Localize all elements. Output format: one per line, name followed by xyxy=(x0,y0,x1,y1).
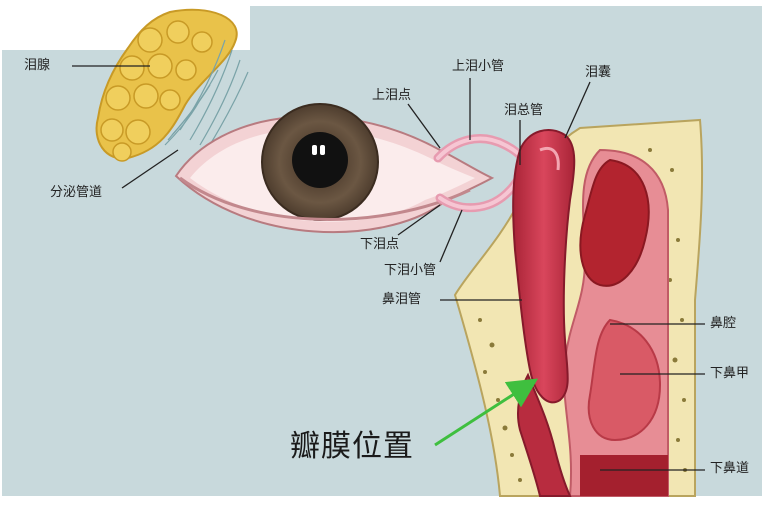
eye xyxy=(174,103,495,234)
label-excretory-ducts: 分泌管道 xyxy=(50,185,103,200)
lacrimal-gland xyxy=(95,8,238,162)
label-valve-position: 瓣膜位置 xyxy=(290,429,414,464)
excretory-ducts xyxy=(164,39,249,149)
label-lacrimal-gland: 泪腺 xyxy=(24,58,51,73)
sinus xyxy=(579,158,650,287)
valve-arrow xyxy=(434,378,539,447)
nasal-cavity-region xyxy=(562,148,669,497)
label-lacrimal-sac: 泪囊 xyxy=(585,65,612,80)
pupil xyxy=(292,132,348,188)
pointer-lines xyxy=(72,65,705,471)
label-nasolacrimal-duct: 鼻泪管 xyxy=(382,292,422,307)
label-upper-punctum: 上泪点 xyxy=(372,88,412,103)
label-nasal-cavity: 鼻腔 xyxy=(710,316,737,331)
label-inferior-turbinate: 下鼻甲 xyxy=(710,366,750,381)
label-lower-canaliculus: 下泪小管 xyxy=(384,263,437,278)
label-inferior-meatus: 下鼻道 xyxy=(710,461,750,476)
label-common-canaliculus: 泪总管 xyxy=(504,103,544,118)
inferior-meatus-shape xyxy=(580,455,668,496)
label-upper-canaliculus: 上泪小管 xyxy=(452,59,505,74)
label-lower-punctum: 下泪点 xyxy=(360,237,400,252)
inferior-turbinate-shape xyxy=(587,318,662,442)
